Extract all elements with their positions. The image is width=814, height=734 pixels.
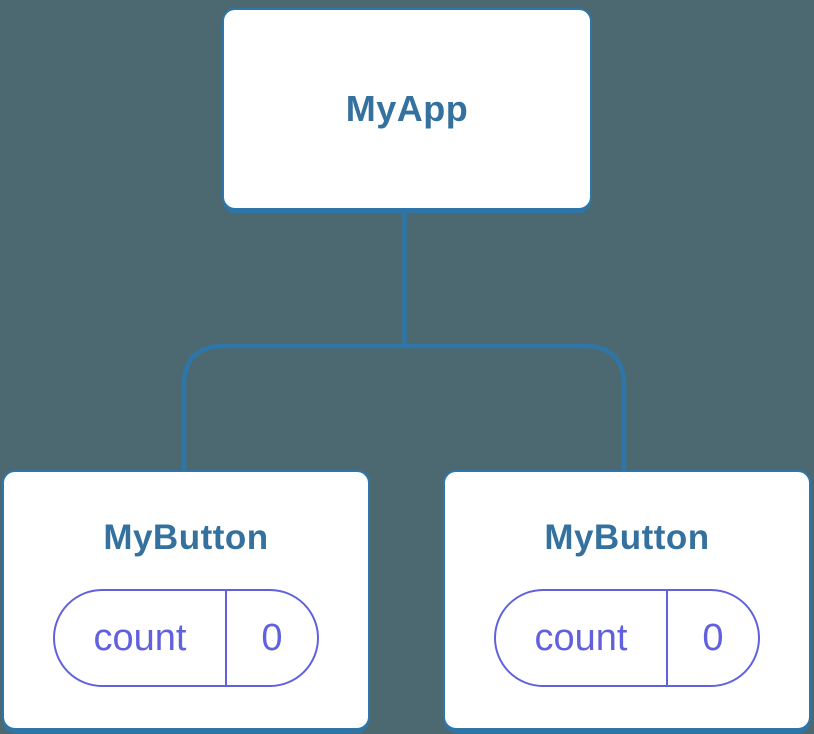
child-node-mybutton-2: MyButton count 0 (443, 470, 811, 730)
state-name-cell: count (55, 591, 225, 685)
state-value-cell: 0 (225, 591, 317, 685)
children-connector-bracket (181, 343, 627, 472)
child-node-label: MyButton (544, 518, 710, 557)
child-node-mybutton-1: MyButton count 0 (2, 470, 370, 730)
root-node-label: MyApp (345, 88, 469, 129)
state-value: 0 (702, 617, 724, 659)
state-value: 0 (261, 617, 283, 659)
state-pill: count 0 (494, 589, 760, 687)
state-name: count (93, 617, 187, 659)
state-value-cell: 0 (666, 591, 758, 685)
state-name: count (534, 617, 628, 659)
child-node-label: MyButton (103, 518, 269, 557)
state-name-cell: count (496, 591, 666, 685)
state-pill: count 0 (53, 589, 319, 687)
root-node-myapp: MyApp (222, 8, 592, 210)
